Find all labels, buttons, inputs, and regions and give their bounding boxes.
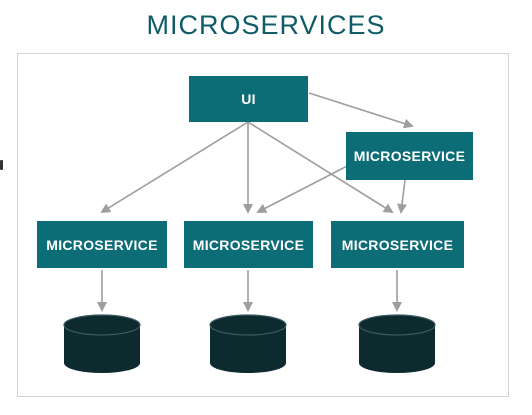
arrow-ui-to-service-top: [308, 92, 414, 129]
database-icon: [358, 314, 436, 373]
arrow-service-top-to-right: [397, 179, 407, 214]
ui-node: UI: [189, 76, 308, 122]
microservice-node-top: MICROSERVICE: [346, 132, 473, 180]
microservice-node-center: MICROSERVICE: [184, 221, 313, 268]
database-icon: [209, 314, 287, 373]
database-icon: [63, 314, 141, 373]
microservice-node-right: MICROSERVICE: [331, 221, 464, 268]
arrow-service-top-to-center: [256, 162, 354, 213]
microservice-node-left: MICROSERVICE: [37, 221, 167, 268]
edge-mark: [0, 160, 3, 170]
arrow-ui-to-service-right: [247, 121, 394, 214]
arrow-ui-to-service-left: [100, 121, 249, 214]
diagram-title: MICROSERVICES: [146, 10, 386, 40]
